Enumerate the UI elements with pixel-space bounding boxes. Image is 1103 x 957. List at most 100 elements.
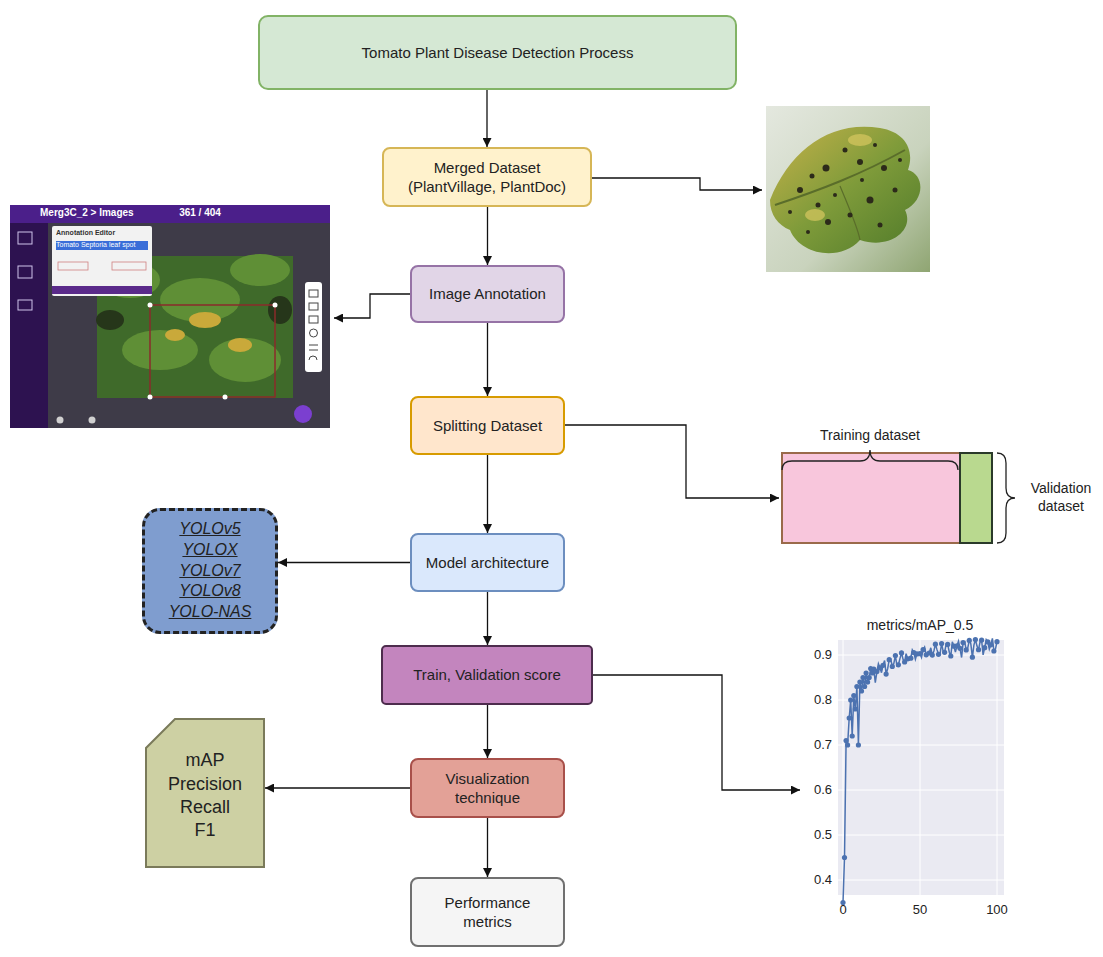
chart-point <box>850 733 855 738</box>
text-label: 0.5 <box>800 827 832 843</box>
chart-point <box>933 642 938 647</box>
process-box: Image Annotation <box>410 265 565 323</box>
chart-point <box>859 688 864 693</box>
drawing-part <box>96 310 124 330</box>
box-text: Precision <box>168 773 242 796</box>
chart-point <box>908 656 913 661</box>
chart-point <box>896 662 901 667</box>
text-label: 0.6 <box>800 782 832 798</box>
drawing-part <box>878 223 883 228</box>
drawing-part <box>833 193 837 197</box>
process-box: Merged Dataset (PlantVillage, PlantDoc) <box>382 147 592 207</box>
drawing-part <box>189 312 221 328</box>
drawing-part <box>867 197 874 204</box>
drawing-part <box>840 637 999 905</box>
drawing-part <box>309 290 318 297</box>
drawing-part <box>860 178 864 182</box>
chart-point <box>844 738 849 743</box>
metrics-document: mAPPrecisionRecallF1 <box>145 718 265 868</box>
drawing-part <box>52 286 152 294</box>
flow-arrow <box>278 562 410 563</box>
drawing-part <box>857 159 863 165</box>
text-label: 100 <box>980 902 1014 918</box>
box-text: YOLOX <box>182 540 237 561</box>
box-text: Visualization technique <box>422 769 553 808</box>
drawing-part <box>18 232 32 244</box>
drawing-part <box>112 262 146 270</box>
drawing-part <box>10 223 48 428</box>
drawing-part <box>10 205 330 223</box>
drawing-part <box>788 210 792 214</box>
flow-arrow <box>265 787 410 788</box>
drawing-part <box>816 203 821 208</box>
box-text: Recall <box>180 796 230 819</box>
chart-point <box>851 693 856 698</box>
chart-point <box>847 715 852 720</box>
box-text: mAP <box>185 749 224 772</box>
chart-point <box>994 639 999 644</box>
flow-arrow <box>487 592 488 645</box>
chart-point <box>880 663 885 668</box>
box-text: Merged Dataset (PlantVillage, PlantDoc) <box>394 158 580 197</box>
drawing-part <box>18 300 32 310</box>
chart-point <box>948 653 953 658</box>
drawing-part <box>223 395 228 400</box>
process-box: Model architecture <box>410 533 565 592</box>
drawing-part <box>309 345 318 350</box>
drawing-part <box>122 330 198 370</box>
text-label: Training dataset <box>820 427 920 445</box>
drawing-part <box>805 209 825 221</box>
drawing-part <box>209 338 281 382</box>
text-label: 0 <box>828 902 858 918</box>
chart-point <box>991 648 996 653</box>
drawing-part <box>766 106 930 272</box>
chart-point <box>856 742 861 747</box>
box-text: Splitting Dataset <box>433 416 542 436</box>
chart-point <box>976 647 981 652</box>
drawing-part <box>305 282 322 372</box>
drawing-part <box>334 294 410 318</box>
drawing-part <box>825 219 831 225</box>
split-bar <box>782 450 1015 543</box>
flow-arrow <box>486 90 487 147</box>
drawing-part <box>18 266 32 278</box>
chart-point <box>964 647 969 652</box>
box-text: Performance metrics <box>422 893 553 932</box>
drawing-part <box>268 296 292 324</box>
text-label: 50 <box>905 902 935 918</box>
chart-point <box>842 855 847 860</box>
drawing-part <box>838 640 1004 895</box>
text-label: Merg3C_2 > Images <box>40 207 150 220</box>
chart-point <box>982 645 987 650</box>
annotation-screenshot <box>10 205 330 428</box>
chart-point <box>930 653 935 658</box>
drawing-part <box>309 290 318 360</box>
model-list-box: YOLOv5YOLOXYOLOv7YOLOv8YOLO-NAS <box>142 508 278 634</box>
chart-point <box>899 650 904 655</box>
process-box: Visualization technique <box>410 758 565 818</box>
drawing-part <box>89 417 96 424</box>
drawing-part <box>810 174 815 179</box>
drawing-part <box>273 303 278 308</box>
chart-point <box>857 679 862 684</box>
text-label: 0.9 <box>800 647 832 663</box>
chart-point <box>939 641 944 646</box>
drawing-part <box>838 640 1004 895</box>
drawing-part <box>593 675 800 790</box>
text-label: 0.7 <box>800 737 832 753</box>
chart-point <box>890 664 895 669</box>
chart-point <box>853 706 858 711</box>
drawing-part <box>165 329 185 341</box>
drawing-part <box>770 127 920 253</box>
box-text: Tomato Plant Disease Detection Process <box>362 43 634 63</box>
drawing-part <box>788 143 902 234</box>
drawing-part <box>10 205 330 428</box>
box-text: YOLO-NAS <box>169 602 252 623</box>
map-chart <box>838 637 1004 905</box>
chart-point <box>979 638 984 643</box>
drawing-part <box>797 187 803 193</box>
box-text: Model architecture <box>426 553 549 573</box>
drawing-part <box>848 134 872 146</box>
drawing-part <box>309 316 318 323</box>
